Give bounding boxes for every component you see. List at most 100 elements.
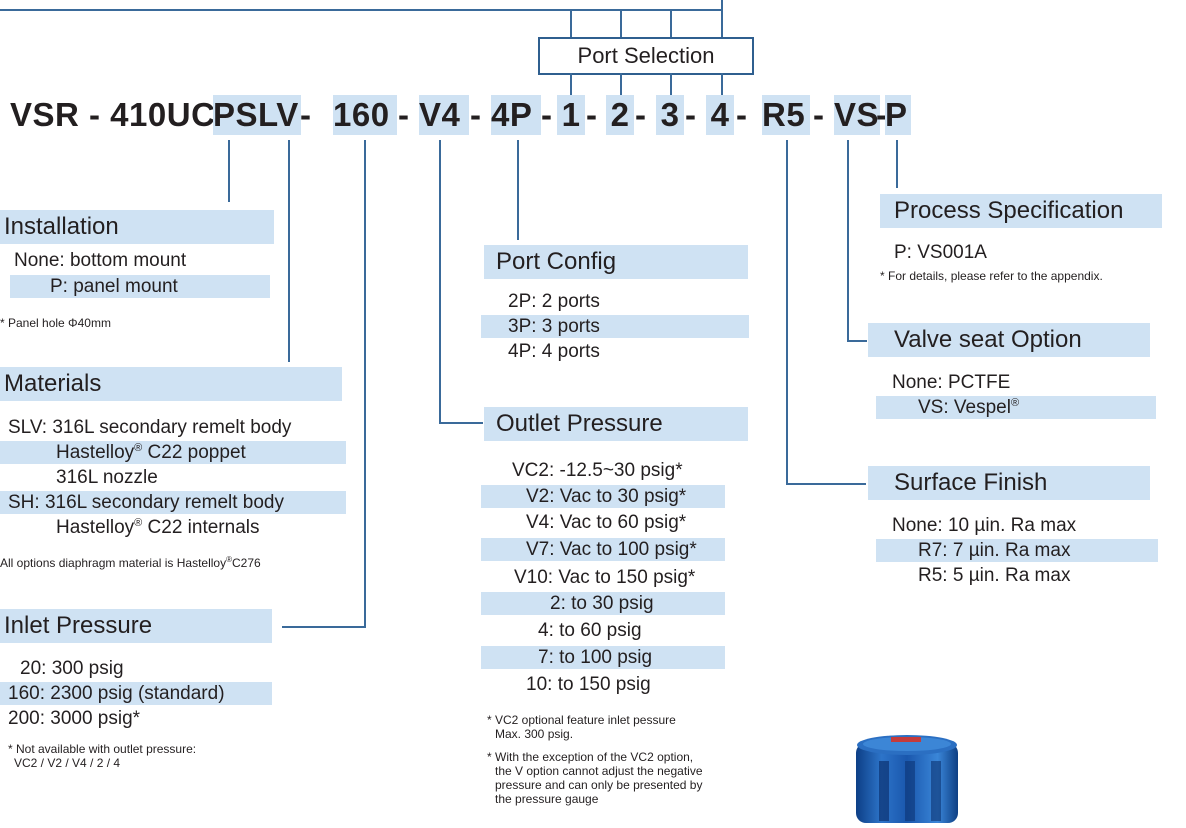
code-valve-seat: VS <box>834 95 880 135</box>
leader-installation <box>228 140 230 202</box>
product-image <box>853 733 961 823</box>
port-config-item: 2P: 2 ports <box>508 291 600 312</box>
outlet-item: 4: to 60 psig <box>538 620 642 641</box>
code-sep: - <box>541 96 553 133</box>
valve-seat-item: VS: Vespel® <box>918 396 1019 419</box>
outlet-item-highlight <box>481 592 725 615</box>
registered-mark: ® <box>134 442 143 454</box>
installation-item-highlight <box>10 275 270 298</box>
port-line-3 <box>670 9 672 37</box>
leader-inlet-v <box>364 140 366 627</box>
outlet-item: 2: to 30 psig <box>550 593 654 614</box>
port-config-title: Port Config <box>484 245 748 279</box>
code-port-1: 1 <box>557 95 585 135</box>
process-spec-title: Process Specification <box>880 194 1162 228</box>
materials-internals: C22 internals <box>142 517 260 538</box>
materials-item-highlight <box>0 441 346 464</box>
materials-hastelloy: Hastelloy <box>56 442 135 463</box>
installation-item: None: bottom mount <box>14 250 187 271</box>
leader-outlet-v <box>439 140 441 423</box>
outlet-item: V7: Vac to 100 psig* <box>526 539 697 560</box>
outlet-item: V4: Vac to 60 psig* <box>526 512 687 533</box>
outlet-note: * With the exception of the VC2 option, <box>487 750 694 764</box>
outlet-note: pressure and can only be presented by <box>495 778 703 792</box>
outlet-note: * VC2 optional feature inlet pessure <box>487 713 676 727</box>
outlet-item-highlight <box>481 485 725 508</box>
inlet-item: 20: 300 psig <box>20 658 124 679</box>
outlet-item: 7: to 100 psig <box>538 647 653 668</box>
leader-surface-h <box>786 483 866 485</box>
port-config-item: 4P: 4 ports <box>508 341 600 362</box>
code-outlet-pressure: V4 <box>419 95 469 135</box>
leader-process <box>896 140 898 188</box>
materials-poppet: C22 poppet <box>142 442 246 463</box>
leader-outlet-h <box>439 422 483 424</box>
surface-finish-title: Surface Finish <box>868 466 1150 500</box>
leader-surface-v <box>786 140 788 484</box>
inlet-pressure-title: Inlet Pressure <box>0 609 272 643</box>
surface-finish-title-text: Surface Finish <box>894 469 1048 496</box>
outlet-item-highlight <box>481 538 725 561</box>
port-line-4 <box>721 9 723 37</box>
port-line-1 <box>570 9 572 37</box>
materials-item: SLV: 316L secondary remelt body <box>8 417 292 438</box>
code-sep: - <box>586 96 598 133</box>
installation-title: Installation <box>0 210 274 244</box>
port-box-line-1 <box>570 73 572 97</box>
port-box-line-2 <box>620 73 622 97</box>
outlet-pressure-title: Outlet Pressure <box>484 407 748 441</box>
regulator-knob-graphic <box>856 735 958 823</box>
code-sep: - <box>300 96 312 133</box>
code-sep: - <box>876 96 888 133</box>
materials-note-text: All options diaphragm material is Hastel… <box>0 556 227 570</box>
valve-seat-item: None: PCTFE <box>892 372 1011 393</box>
installation-item: P: panel mount <box>50 276 178 297</box>
materials-item: Hastelloy® C22 internals <box>56 516 260 539</box>
port-selection-label: Port Selection <box>577 43 715 68</box>
port-selection-box: Port Selection <box>538 37 754 75</box>
materials-item: SH: 316L secondary remelt body <box>8 492 285 513</box>
leader-materials <box>288 140 290 362</box>
inlet-note: VC2 / V2 / V4 / 2 / 4 <box>14 756 121 770</box>
surface-finish-item: R5: 5 µin. Ra max <box>918 565 1071 586</box>
port-line-2 <box>620 9 622 37</box>
installation-note: * Panel hole Φ40mm <box>0 316 111 330</box>
materials-title-text: Materials <box>4 370 102 397</box>
materials-note-end: C276 <box>232 556 261 570</box>
code-sep: - <box>635 96 647 133</box>
leader-valveseat-h <box>847 340 867 342</box>
outlet-note: Max. 300 psig. <box>495 727 574 741</box>
top-bracket-right-vertical <box>721 0 723 10</box>
code-inlet-pressure: 160 <box>333 95 397 135</box>
code-process-spec: P <box>885 95 911 135</box>
materials-item: Hastelloy® C22 poppet <box>56 441 246 464</box>
outlet-note: the pressure gauge <box>495 792 599 806</box>
outlet-item-highlight <box>481 646 725 669</box>
code-sep: - <box>685 96 697 133</box>
code-sep: - <box>470 96 482 133</box>
outlet-note: the V option cannot adjust the negative <box>495 764 703 778</box>
valve-seat-title: Valve seat Option <box>868 323 1150 357</box>
installation-title-text: Installation <box>4 213 119 240</box>
surface-finish-item: R7: 7 µin. Ra max <box>918 540 1071 561</box>
leader-inlet-h <box>282 626 366 628</box>
port-config-title-text: Port Config <box>496 248 617 275</box>
code-sep: - <box>813 96 825 133</box>
outlet-item: VC2: -12.5~30 psig* <box>512 460 683 481</box>
inlet-item-highlight <box>0 682 272 705</box>
materials-title: Materials <box>0 367 342 401</box>
code-surface-finish: R5 <box>762 95 810 135</box>
inlet-item: 200: 3000 psig* <box>8 708 141 729</box>
materials-note: All options diaphragm material is Hastel… <box>0 556 261 571</box>
materials-item-highlight <box>0 491 346 514</box>
leader-valveseat-v <box>847 140 849 341</box>
code-sep: - <box>736 96 748 133</box>
process-spec-title-text: Process Specification <box>894 197 1124 224</box>
top-bracket-horizontal <box>0 9 722 11</box>
valve-seat-item-highlight <box>876 396 1156 419</box>
inlet-item: 160: 2300 psig (standard) <box>8 683 225 704</box>
code-installation-materials: PSLV <box>213 95 301 135</box>
process-spec-note: * For details, please refer to the appen… <box>880 269 1103 283</box>
code-port-config: 4P <box>491 95 541 135</box>
code-port-3: 3 <box>656 95 684 135</box>
